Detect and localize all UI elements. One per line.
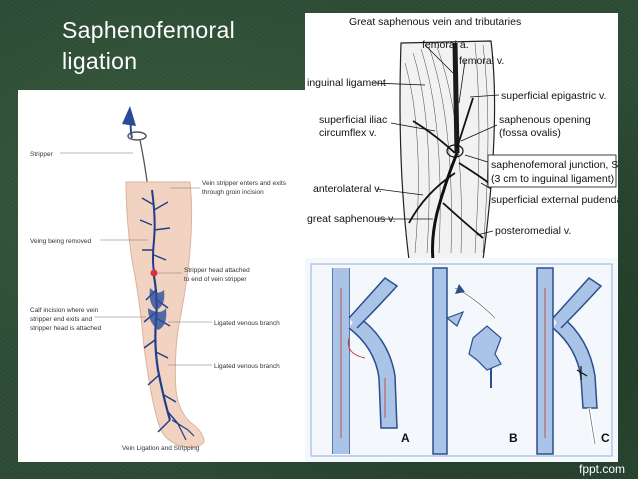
step-c-label: C bbox=[601, 431, 610, 445]
label-calf-3: stripper head is attached bbox=[30, 325, 102, 332]
label-calf-1: Calf incision where vein bbox=[30, 307, 99, 314]
label-iliac-2: circumflex v. bbox=[319, 127, 377, 139]
saphenous-opening bbox=[446, 144, 464, 158]
label-opening-1: saphenous opening bbox=[499, 114, 591, 126]
femoral-vessels bbox=[452, 42, 460, 154]
stripper-head bbox=[150, 269, 158, 277]
label-sfj-2: (3 cm to inguinal ligament) bbox=[491, 173, 614, 185]
leg-stripping-diagram: Stripper Vein stripper enters and exits … bbox=[18, 90, 305, 462]
vein-thigh bbox=[151, 189, 156, 273]
sfj-callout-box bbox=[487, 154, 617, 188]
label-inguinal: inguinal ligament bbox=[307, 77, 386, 89]
label-ligated-2: Ligated venous branch bbox=[214, 363, 280, 370]
title-line-1: Saphenofemoral bbox=[62, 17, 235, 43]
label-calf-2: stripper end exits and bbox=[30, 316, 93, 323]
arrow-up-icon bbox=[122, 106, 136, 126]
label-entry-1: Vein stripper enters and exits bbox=[202, 180, 287, 187]
anatomy-illustration: Great saphenous vein and tributaries bbox=[307, 16, 618, 260]
pudendal-vein bbox=[458, 162, 490, 184]
anatomy-leaders bbox=[372, 44, 500, 236]
arrow-shaft bbox=[129, 119, 133, 139]
label-posteromedial: posteromedial v. bbox=[495, 225, 571, 237]
step-c: C bbox=[536, 267, 610, 455]
ligated-cluster-1 bbox=[149, 288, 165, 310]
step-a: A bbox=[332, 268, 410, 454]
step-b-label: B bbox=[509, 431, 518, 445]
leg-illustration: Stripper Vein stripper enters and exits … bbox=[30, 106, 287, 452]
brand-watermark: fppt.com bbox=[579, 462, 626, 476]
step-b: B bbox=[432, 267, 518, 455]
ligated-cluster-2 bbox=[148, 308, 167, 330]
vein-foot bbox=[171, 419, 195, 441]
label-sfj-1: saphenofemoral junction, SFJ bbox=[491, 159, 618, 171]
label-entry-2: through groin incision bbox=[202, 189, 264, 196]
label-vein-removed: Veing being removed bbox=[30, 238, 91, 245]
title-line-2: ligation bbox=[62, 48, 138, 74]
label-head-2: to end of vein stripper bbox=[184, 276, 247, 283]
posteromedial-vein bbox=[442, 202, 484, 239]
muscle-hatching bbox=[404, 42, 489, 254]
anatomy-title: Great saphenous vein and tributaries bbox=[349, 16, 521, 28]
label-femoral-a: femoral a. bbox=[422, 39, 469, 51]
step-a-label: A bbox=[401, 431, 410, 445]
slide-title: Saphenofemoral ligation bbox=[62, 15, 302, 77]
vein-thigh-branches bbox=[139, 197, 171, 261]
surgery-illustration: A B C bbox=[310, 263, 613, 457]
iliac-circumflex-vein bbox=[412, 120, 456, 154]
label-epigastric: superficial epigastric v. bbox=[501, 90, 606, 102]
great-saphenous-vein bbox=[431, 152, 459, 260]
label-great-saphenous: great saphenous v. bbox=[307, 213, 396, 225]
label-stripper: Stripper bbox=[30, 151, 54, 158]
anterolateral-vein bbox=[408, 172, 456, 224]
stripper-handle bbox=[127, 131, 147, 141]
surgery-frame bbox=[310, 263, 613, 457]
label-iliac-1: superficial iliac bbox=[319, 114, 387, 126]
label-anterolateral: anterolateral v. bbox=[313, 183, 382, 195]
label-femoral-v: femoral v. bbox=[459, 55, 504, 67]
anatomy-diagram: Great saphenous vein and tributaries bbox=[305, 13, 618, 260]
epigastric-vein bbox=[456, 97, 474, 149]
label-opening-2: (fossa ovalis) bbox=[499, 127, 561, 139]
label-head-1: Stripper head attached bbox=[184, 267, 250, 274]
label-ligated-1: Ligated venous branch bbox=[214, 320, 280, 327]
label-pudendal: superficial external pudendal v. bbox=[491, 194, 618, 206]
leg-caption: Vein Ligation and Stripping bbox=[122, 445, 200, 452]
surgery-steps-diagram: A B C bbox=[305, 258, 618, 462]
